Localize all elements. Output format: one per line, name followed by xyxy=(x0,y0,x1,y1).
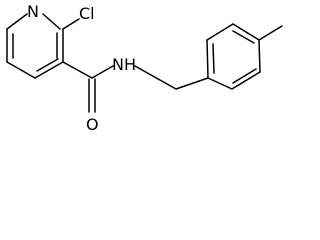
bond-ar6-ar1-inner xyxy=(212,43,215,74)
bond-n-ch2 xyxy=(134,65,177,90)
benzene-ring xyxy=(206,23,261,90)
chlorine-label: Cl xyxy=(79,4,95,23)
bond-ar6-ar1 xyxy=(206,39,209,79)
bond-carbonyl-n xyxy=(91,65,114,79)
bond-c4-c3 xyxy=(34,61,64,79)
bond-ar4-methyl xyxy=(258,25,283,41)
bond-c2-cl xyxy=(62,18,80,30)
bond-c3-carbonyl xyxy=(62,61,93,79)
bond-n1-c2 xyxy=(42,13,61,30)
bond-ar4-ar5-inner xyxy=(232,30,255,44)
carbonyl-oxygen-label: O xyxy=(86,115,99,134)
bond-ar1-ar2 xyxy=(207,77,233,90)
bond-n1-c6 xyxy=(6,13,28,30)
bond-ar2-ar3-inner xyxy=(232,68,257,84)
chemical-structure-diagram: N Cl N H O xyxy=(6,2,283,134)
bond-ar5-ar6 xyxy=(206,23,234,41)
bond-ar4-ar5 xyxy=(232,23,260,41)
pyridine-nitrogen-label: N xyxy=(27,2,39,21)
bond-ar2-ar3 xyxy=(231,71,261,90)
bond-c5-c4 xyxy=(6,61,36,79)
pyridine-ring xyxy=(6,13,64,79)
bond-ch2-ring xyxy=(175,77,209,90)
bond-c4-c3-inner xyxy=(36,58,59,72)
amide-hydrogen-label: H xyxy=(124,55,136,74)
bond-ar3-ar4 xyxy=(258,39,261,73)
amide-nitrogen-label: N xyxy=(112,55,124,74)
